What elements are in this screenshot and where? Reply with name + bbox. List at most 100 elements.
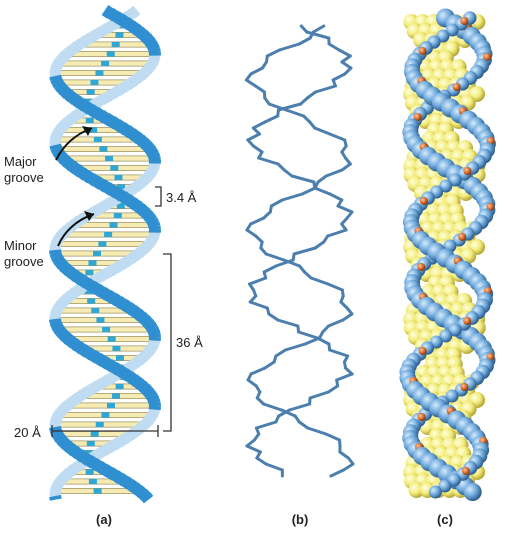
backbone-ribbon-front	[84, 347, 97, 361]
backbone-ribbon-front	[132, 200, 145, 214]
panel-c-space-filling-model: (c)	[399, 8, 496, 527]
backbone-ribbon-back	[94, 446, 107, 460]
backbone-ribbon-front	[62, 440, 75, 453]
hydrogen-bond-mark	[115, 383, 124, 390]
backbone-stick	[313, 126, 332, 136]
backbone-ribbon-back	[124, 77, 136, 90]
backbone-ribbon-front	[99, 356, 112, 370]
backbone-ribbon-front	[122, 17, 135, 31]
hydrogen-bond-mark	[115, 32, 124, 38]
backbone-ribbon-back	[148, 56, 160, 64]
backbone-stick	[277, 408, 292, 418]
backbone-ribbon-back	[136, 69, 148, 81]
backbone-ribbon-back	[132, 71, 145, 84]
backbone-stick	[313, 240, 326, 250]
backbone-stick	[280, 192, 304, 202]
rise-bracket	[155, 186, 162, 207]
backbone-ribbon-front	[72, 164, 85, 178]
backbone-ribbon-back	[142, 63, 155, 74]
backbone-ribbon-front	[135, 134, 148, 147]
hydrogen-bond-mark	[85, 269, 94, 276]
backbone-stick	[337, 48, 352, 58]
oxygen-atom	[417, 263, 426, 271]
hydrogen-bond-mark	[101, 412, 110, 418]
backbone-ribbon-front	[52, 79, 65, 89]
backbone-ribbon-back	[137, 420, 150, 432]
backbone-stick	[300, 186, 317, 196]
backbone-stick	[341, 312, 354, 322]
backbone-ribbon-back	[59, 402, 71, 414]
backbone-stick	[306, 426, 328, 436]
backbone-ribbon-front	[148, 47, 161, 54]
backbone-ribbon-back	[147, 341, 160, 349]
backbone-stick	[340, 162, 352, 172]
backbone-ribbon-front	[124, 302, 137, 316]
backbone-atom	[438, 479, 452, 493]
backbone-ribbon-front	[142, 318, 156, 330]
backbone-ribbon-back	[144, 169, 157, 179]
backbone-ribbon-back	[54, 231, 67, 242]
backbone-ribbon-front	[118, 191, 131, 205]
backbone-ribbon-front	[141, 33, 154, 45]
backbone-ribbon-front	[65, 335, 78, 349]
backbone-ribbon-front	[50, 76, 63, 85]
hydrogen-bond-mark	[116, 203, 125, 209]
backbone-ribbon-back	[119, 80, 131, 94]
backbone-stick	[297, 330, 319, 340]
backbone-ribbon-front	[80, 452, 93, 466]
oxygen-atom	[417, 413, 426, 421]
backbone-ribbon-back	[135, 246, 147, 258]
backbone-ribbon-back	[139, 66, 152, 78]
backbone-ribbon-front	[95, 461, 108, 475]
backbone-ribbon-back	[100, 374, 113, 388]
backbone-ribbon-back	[93, 26, 106, 40]
backbone-ribbon-back	[147, 164, 160, 172]
backbone-stick	[251, 120, 267, 130]
backbone-ribbon-back	[98, 92, 110, 106]
backbone-stick	[292, 246, 317, 256]
major-groove-label-line1: Major	[4, 154, 37, 169]
backbone-atom	[439, 329, 453, 343]
backbone-ribbon-back	[103, 89, 116, 103]
backbone-ribbon-back	[130, 356, 142, 369]
backbone-stick	[262, 402, 283, 412]
backbone-atom	[448, 323, 462, 337]
backbone-ribbon-front	[127, 128, 140, 142]
backbone-ribbon-front	[60, 86, 73, 99]
backbone-ribbon-back	[51, 481, 64, 490]
backbone-stick	[269, 198, 284, 208]
backbone-ribbon-front	[123, 194, 136, 208]
backbone-ribbon-back	[54, 123, 67, 134]
backbone-ribbon-front	[76, 98, 89, 112]
backbone-ribbon-front	[54, 81, 67, 92]
backbone-ribbon-back	[138, 243, 151, 255]
backbone-stick	[305, 90, 318, 100]
backbone-ribbon-back	[91, 272, 103, 286]
backbone-ribbon-front	[131, 23, 144, 37]
backbone-ribbon-front	[117, 14, 130, 28]
backbone-ribbon-back	[83, 32, 95, 46]
backbone-ribbon-front	[52, 324, 66, 335]
backbone-stick	[244, 78, 258, 88]
backbone-ribbon-front	[50, 145, 64, 154]
hydrogen-bond-mark	[95, 70, 104, 76]
backbone-ribbon-front	[104, 290, 117, 304]
backbone-ribbon-front	[110, 362, 123, 376]
backbone-ribbon-front	[77, 167, 90, 181]
base-atom	[408, 482, 425, 498]
backbone-ribbon-front	[73, 272, 86, 286]
diameter-label: 20 Å	[14, 425, 41, 440]
backbone-ribbon-back	[93, 95, 105, 109]
backbone-ribbon-back	[109, 86, 121, 100]
oxygen-atom	[460, 383, 469, 391]
backbone-ribbon-front	[56, 435, 69, 447]
backbone-ribbon-back	[104, 20, 116, 34]
backbone-ribbon-front	[111, 470, 124, 484]
backbone-ribbon-front	[118, 122, 131, 136]
oxygen-atom	[452, 83, 461, 91]
backbone-stick	[249, 366, 267, 376]
backbone-ribbon-front	[141, 141, 155, 153]
backbone-ribbon-back	[56, 405, 68, 416]
backbone-ribbon-front	[90, 458, 103, 472]
backbone-stick	[335, 372, 354, 382]
